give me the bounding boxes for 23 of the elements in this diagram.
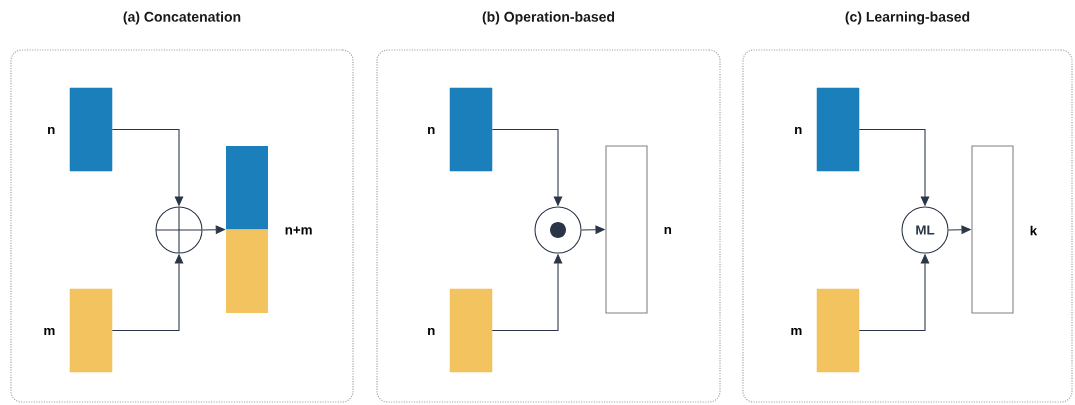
size-label: n <box>428 327 435 336</box>
bar <box>816 288 860 373</box>
bar <box>605 145 648 314</box>
size-label: n+m <box>285 226 312 235</box>
operator-circle <box>155 206 203 254</box>
size-label: m <box>791 327 802 336</box>
bar <box>971 145 1014 314</box>
operator-circle <box>534 206 582 254</box>
bar <box>816 87 860 172</box>
size-label: n <box>428 126 435 135</box>
panel-title: (c) Learning-based <box>845 11 970 25</box>
panel-title: (a) Concatenation <box>123 11 241 25</box>
panel-title: (b) Operation-based <box>482 11 615 25</box>
size-label: n <box>795 126 802 135</box>
bar <box>226 146 268 313</box>
bar <box>449 87 493 172</box>
size-label: n <box>48 126 55 135</box>
size-label: n <box>664 226 672 235</box>
bar <box>69 288 113 373</box>
size-label: m <box>44 327 55 336</box>
bar <box>449 288 493 373</box>
size-label: k <box>1030 225 1038 236</box>
bar <box>69 87 113 172</box>
